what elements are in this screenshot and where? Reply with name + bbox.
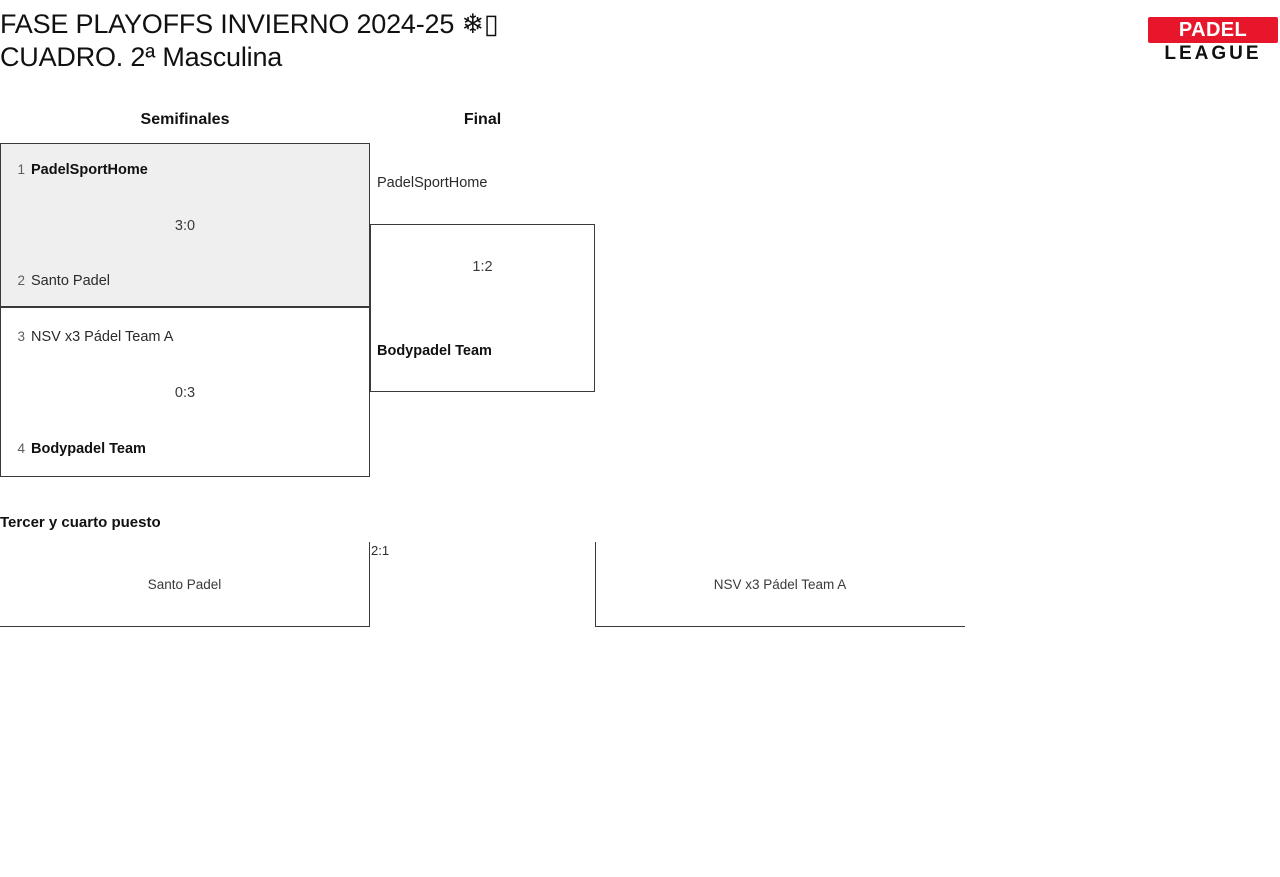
- team-name: PadelSportHome: [31, 162, 148, 178]
- final-top-team: PadelSportHome: [377, 175, 488, 191]
- round-header-semifinals: Semifinales: [140, 111, 230, 128]
- semifinal-1-bottom-team-row[interactable]: 2 Santo Padel: [1, 272, 369, 290]
- semifinal-2-bottom-team-row[interactable]: 4 Bodypadel Team: [1, 440, 369, 458]
- match-box-semifinal-1[interactable]: 1 PadelSportHome 3:0 2 Santo Padel: [0, 143, 370, 307]
- semifinal-1-score: 3:0: [174, 218, 196, 234]
- semifinal-2-top-team-row[interactable]: 3 NSV x3 Pádel Team A: [1, 328, 369, 346]
- semifinal-2-score: 0:3: [174, 385, 196, 401]
- round-header-final: Final: [463, 111, 502, 128]
- match-box-final[interactable]: [370, 224, 595, 392]
- third-place-right-vertical-line: [595, 542, 596, 627]
- seed-number: 1: [17, 162, 25, 177]
- brand-logo: PADEL TEAM LEAGUE: [1148, 17, 1278, 65]
- final-score: 1:2: [472, 259, 493, 275]
- seed-number: 2: [17, 273, 25, 288]
- team-name: NSV x3 Pádel Team A: [31, 329, 174, 345]
- third-place-title: Tercer y cuarto puesto: [0, 514, 161, 531]
- semifinal-1-top-team-row[interactable]: 1 PadelSportHome: [1, 161, 369, 179]
- team-name: Santo Padel: [31, 273, 111, 289]
- match-box-semifinal-2[interactable]: 3 NSV x3 Pádel Team A 0:3 4 Bodypadel Te…: [0, 307, 370, 477]
- third-place-right-horizontal-line: [595, 626, 965, 627]
- page-title: FASE PLAYOFFS INVIERNO 2024-25 ❄︎▯ CUADR…: [0, 9, 499, 72]
- third-place-right-team: NSV x3 Pádel Team A: [713, 577, 847, 592]
- seed-number: 4: [17, 441, 25, 456]
- seed-number: 3: [17, 329, 25, 344]
- team-name: Bodypadel Team: [31, 441, 146, 457]
- third-place-left-vertical-line: [369, 542, 370, 627]
- third-place-left-horizontal-line: [0, 626, 370, 627]
- third-place-score: 2:1: [371, 543, 390, 558]
- brand-logo-bottom-text: LEAGUE: [1164, 43, 1262, 64]
- brand-logo-top-text: PADEL TEAM: [1148, 17, 1278, 43]
- third-place-left-team: Santo Padel: [147, 577, 222, 592]
- final-bottom-team: Bodypadel Team: [377, 343, 492, 359]
